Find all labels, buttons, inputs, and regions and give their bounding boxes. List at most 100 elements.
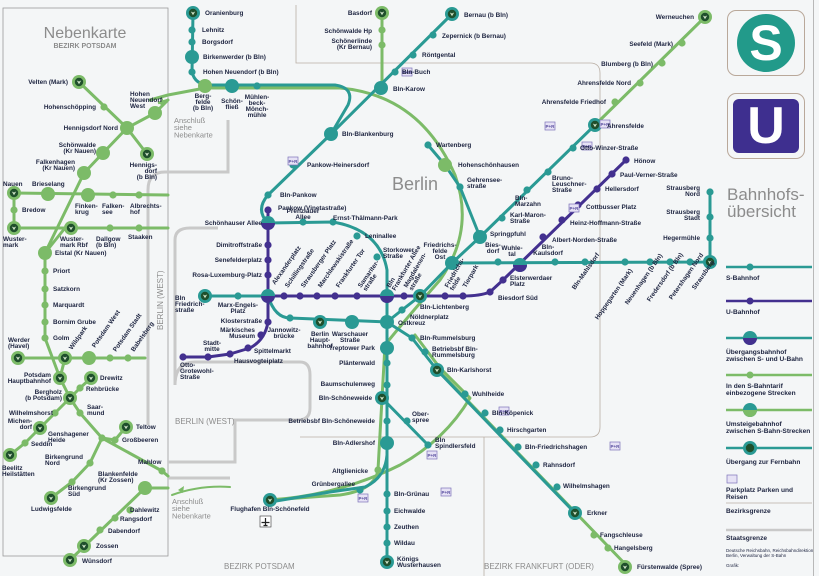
station-schoenfliess[interactable]	[225, 79, 239, 93]
station-ottowinzer[interactable]	[569, 144, 577, 152]
station-golm[interactable]	[41, 334, 49, 342]
station-jannowitz[interactable]	[286, 314, 294, 322]
station-zossen[interactable]	[77, 539, 91, 553]
station-bredow[interactable]	[10, 206, 18, 214]
station-albertnorden[interactable]	[539, 233, 547, 241]
station-gruenbergallee[interactable]	[356, 486, 364, 494]
station-magdalenen[interactable]	[400, 292, 408, 300]
station-strausbergnord[interactable]	[706, 188, 714, 196]
station-fredersdorf[interactable]	[666, 258, 674, 266]
station-zeuthen[interactable]	[383, 523, 391, 531]
station-werneuchen[interactable]	[698, 10, 712, 24]
station-werder[interactable]	[11, 351, 25, 365]
station-schilling[interactable]	[280, 292, 288, 300]
station-hellersdorf[interactable]	[593, 185, 601, 193]
station-etp[interactable]	[329, 218, 337, 226]
station-prenzlauer[interactable]	[299, 218, 307, 226]
station-friedrichsfelde[interactable]	[441, 292, 449, 300]
station-bbfschoeneweide[interactable]	[383, 417, 391, 425]
station-staaken[interactable]	[135, 224, 143, 232]
station-birkennord[interactable]	[86, 459, 94, 467]
station-vinetastr[interactable]	[264, 206, 272, 214]
station-kaulsdorf[interactable]	[551, 258, 559, 266]
station-ludwigsfelde[interactable]	[44, 491, 58, 505]
station-eichwalde[interactable]	[383, 507, 391, 515]
station-spittel[interactable]	[244, 344, 252, 352]
station-michendorf[interactable]	[33, 421, 47, 435]
station-strausbergerpl[interactable]	[296, 292, 304, 300]
station-leninallee[interactable]	[353, 232, 361, 240]
station-rosalux[interactable]	[264, 271, 272, 279]
station-noeldner[interactable]	[398, 306, 406, 314]
station-frankfurterallee[interactable]	[380, 289, 394, 303]
station-elsterwerdaer[interactable]	[499, 276, 507, 284]
station-borgsdorf[interactable]	[188, 38, 196, 46]
station-adlershof[interactable]	[380, 436, 394, 450]
station-mahlsdorf[interactable]	[581, 258, 589, 266]
station-rehbruecke[interactable]	[76, 384, 84, 392]
station-wuensdorf[interactable]	[63, 553, 77, 567]
station-schoenwaldeN[interactable]	[96, 146, 110, 160]
station-elstal[interactable]	[38, 246, 52, 260]
station-bbfrummelsburg[interactable]	[421, 348, 429, 356]
station-koepenick[interactable]	[481, 409, 489, 417]
station-marchlewski[interactable]	[313, 292, 321, 300]
station-priort[interactable]	[41, 267, 49, 275]
station-ostkreuz[interactable]	[380, 315, 394, 329]
station-birkenwerder[interactable]	[185, 50, 199, 64]
station-potsdamstadt[interactable]	[106, 354, 114, 362]
station-spindlersfeld[interactable]	[424, 441, 432, 449]
station-ahrensfelde[interactable]	[588, 118, 602, 132]
station-hoppegarten[interactable]	[621, 258, 629, 266]
station-fuerstenwalde[interactable]	[618, 560, 632, 574]
station-hennigsnord[interactable]	[120, 121, 134, 135]
station-biesdorf[interactable]	[494, 258, 502, 266]
station-wustermark[interactable]	[7, 221, 21, 235]
station-schoeneweide[interactable]	[375, 391, 389, 405]
station-lehnitz[interactable]	[188, 26, 196, 34]
station-biesdorfsued[interactable]	[486, 288, 494, 296]
station-neuenhagen[interactable]	[646, 258, 654, 266]
station-genshagen[interactable]	[98, 434, 106, 442]
station-dimitroff[interactable]	[264, 241, 272, 249]
station-schoenwaldehp[interactable]	[378, 26, 386, 34]
station-blumberg[interactable]	[658, 59, 666, 67]
station-wustermarkrbf[interactable]	[64, 221, 78, 235]
station-altglienicke[interactable]	[374, 466, 382, 474]
station-hoenow[interactable]	[622, 156, 630, 164]
station-albrechtshof[interactable]	[135, 191, 143, 199]
station-marquardt[interactable]	[41, 301, 49, 309]
station-pankow[interactable]	[264, 191, 272, 199]
station-potsdamhbf[interactable]	[53, 371, 67, 385]
station-finkenkrug[interactable]	[81, 188, 95, 202]
station-hirschgarten[interactable]	[496, 426, 504, 434]
station-dahlewitz[interactable]	[126, 506, 134, 514]
station-teltow[interactable]	[119, 420, 133, 434]
station-strausberg[interactable]	[703, 255, 717, 269]
station-fangschleuse[interactable]	[590, 531, 598, 539]
station-birkensued[interactable]	[68, 478, 76, 486]
station-tierpark[interactable]	[459, 292, 467, 300]
station-muehlenbeck[interactable]	[253, 82, 261, 90]
station-bergfelde[interactable]	[198, 79, 212, 93]
station-mahlow[interactable]	[158, 467, 166, 475]
station-treptower[interactable]	[380, 341, 394, 355]
station-karlmaron[interactable]	[498, 214, 506, 222]
station-falkensee[interactable]	[109, 191, 117, 199]
station-potsdamwest[interactable]	[82, 351, 96, 365]
station-grossbeeren[interactable]	[111, 436, 119, 444]
station-gruenau[interactable]	[383, 490, 391, 498]
station-satzkorn[interactable]	[41, 285, 49, 293]
station-falkenhagen[interactable]	[77, 166, 91, 180]
station-brieselang[interactable]	[41, 187, 55, 201]
station-schoenefeld[interactable]	[263, 493, 277, 507]
station-springpfuhl[interactable]	[473, 230, 487, 244]
station-ahrensfeldefriedhof[interactable]	[611, 98, 619, 106]
station-bernau[interactable]	[445, 7, 459, 21]
station-grotewohl[interactable]	[179, 353, 187, 361]
station-friedrichshagen[interactable]	[514, 443, 522, 451]
station-karlshorst[interactable]	[430, 363, 444, 377]
station-rummelsburg[interactable]	[408, 334, 416, 342]
station-marxengels[interactable]	[234, 292, 242, 300]
station-paulverner[interactable]	[608, 170, 616, 178]
